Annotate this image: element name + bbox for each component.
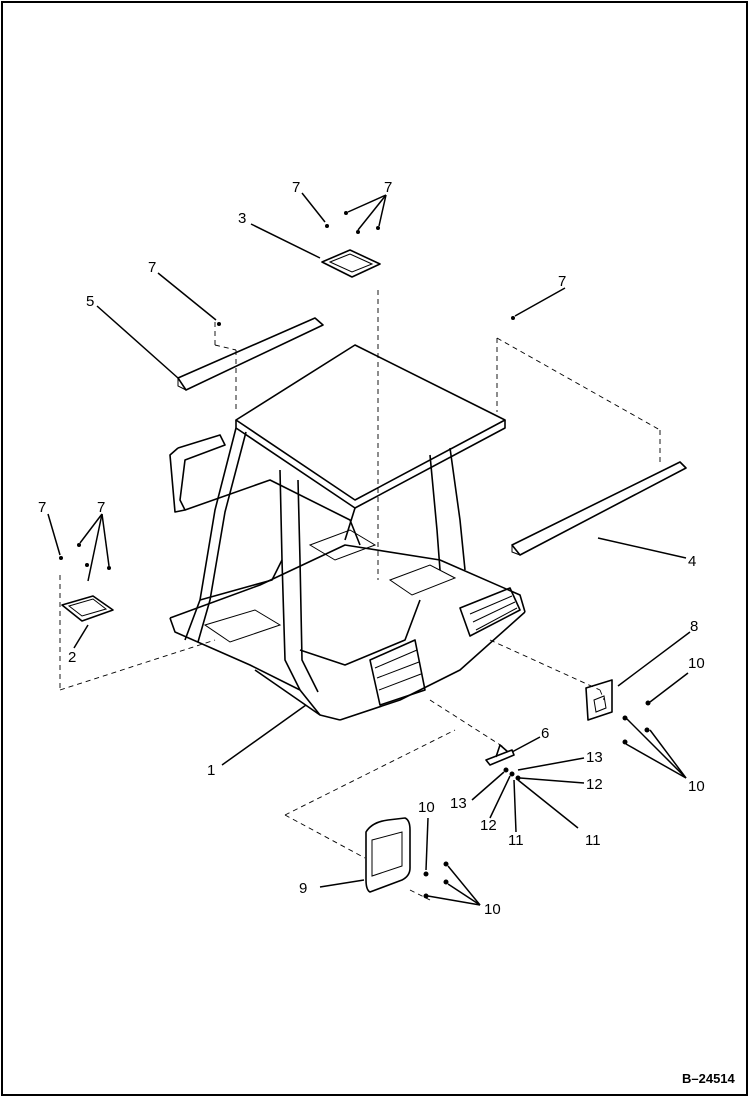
- callout-3: 3: [238, 210, 246, 227]
- callout-4: 4: [688, 553, 696, 570]
- access-cover-top: [321, 249, 381, 278]
- rain-gutter-left: [177, 317, 324, 391]
- callout-9: 9: [299, 880, 307, 897]
- callout-12: 12: [480, 817, 497, 834]
- callout-13: 13: [450, 795, 467, 812]
- callout-12: 12: [586, 776, 603, 793]
- assembly-dashed-lines: [59, 290, 661, 901]
- callout-2: 2: [68, 649, 76, 666]
- callout-1: 1: [207, 762, 215, 779]
- callout-8: 8: [690, 618, 698, 635]
- callout-7: 7: [292, 179, 300, 196]
- callout-11: 11: [585, 832, 601, 849]
- callout-5: 5: [86, 293, 94, 310]
- plate: [585, 679, 613, 721]
- access-cover-left: [61, 595, 114, 622]
- callout-7: 7: [148, 259, 156, 276]
- hardware-fasteners: [59, 211, 651, 899]
- bracket: [485, 744, 515, 766]
- callout-13: 13: [586, 749, 603, 766]
- figure-code: B–24514: [682, 1071, 736, 1086]
- callout-6: 6: [541, 725, 549, 742]
- callout-7: 7: [558, 273, 566, 290]
- leader-lines: [47, 192, 691, 906]
- side-panel: [365, 817, 411, 893]
- cab-frame: [169, 344, 526, 721]
- callout-7: 7: [38, 499, 46, 516]
- rain-gutter-right: [511, 461, 687, 556]
- callout-11: 11: [508, 832, 524, 849]
- callout-7: 7: [384, 179, 392, 196]
- callout-7: 7: [97, 499, 105, 516]
- callout-labels: 7 7 3 7 7 5 7 7 4 8 2 10 6 13 1 12 10 13…: [38, 179, 705, 918]
- callout-10: 10: [688, 655, 705, 672]
- callout-10: 10: [688, 778, 705, 795]
- callout-10: 10: [418, 799, 435, 816]
- callout-10: 10: [484, 901, 501, 918]
